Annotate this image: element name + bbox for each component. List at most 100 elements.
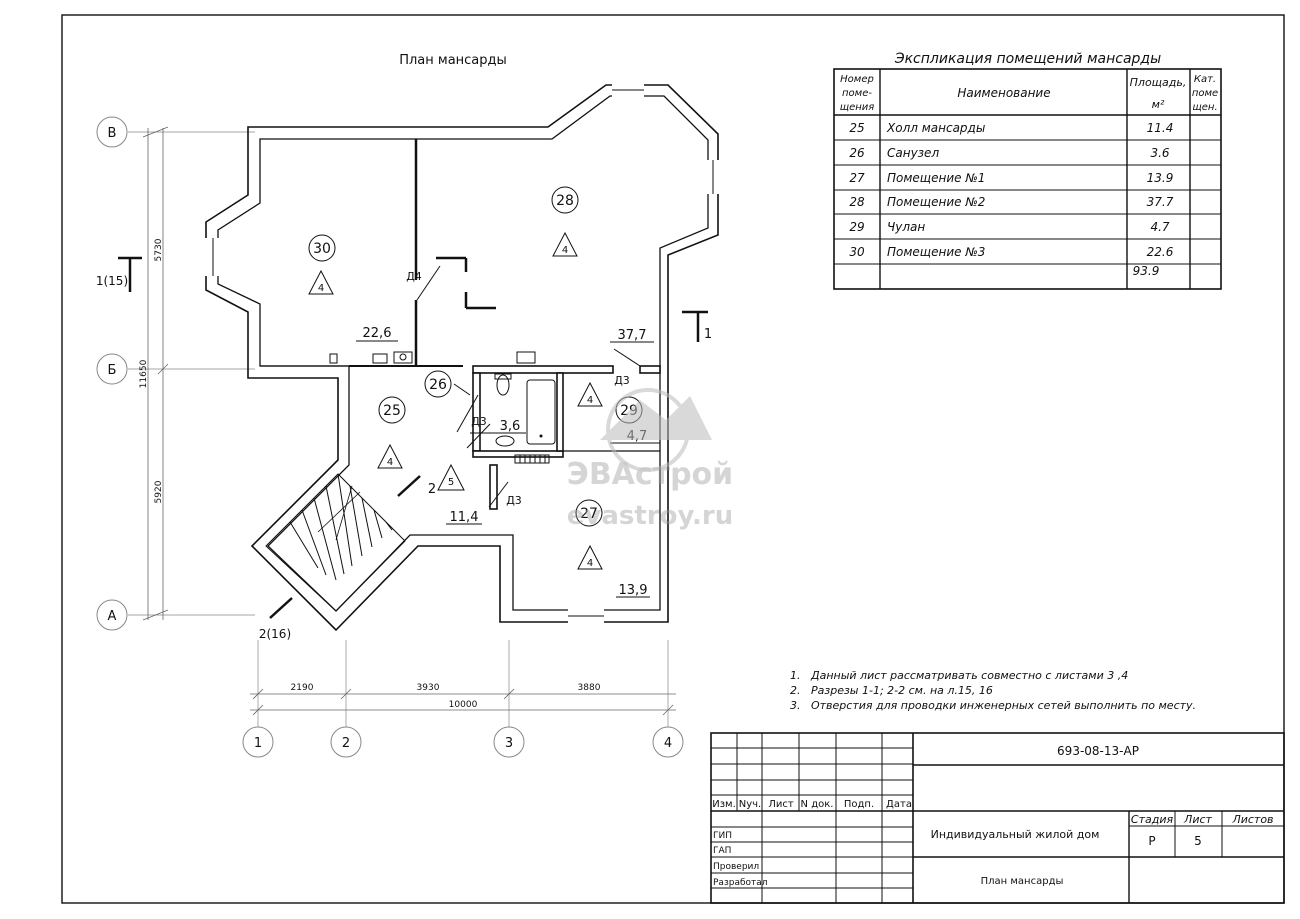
svg-text:4: 4 [562, 245, 568, 256]
svg-text:Листов: Листов [1231, 813, 1273, 826]
svg-text:Наименование: Наименование [957, 86, 1050, 100]
svg-text:щен.: щен. [1192, 102, 1217, 113]
svg-text:4: 4 [587, 395, 593, 406]
axis-number: 3 [505, 736, 513, 751]
svg-text:Разработал: Разработал [713, 878, 768, 888]
svg-text:Д3: Д3 [614, 374, 630, 387]
section-1-right: 1 [704, 327, 712, 342]
svg-text:25: 25 [849, 121, 864, 135]
svg-text:Д4: Д4 [406, 270, 422, 283]
area-30: 22,6 [363, 326, 392, 341]
dim-h-1: 2190 [291, 683, 314, 693]
svg-text:Номер: Номер [840, 74, 874, 85]
area-28: 37,7 [618, 328, 647, 343]
svg-text:Площадь,: Площадь, [1130, 76, 1187, 89]
note-3: 3. Отверстия для проводки инженерных сет… [790, 699, 1196, 712]
svg-text:Помещение №3: Помещение №3 [887, 245, 985, 259]
watermark-brand: ЭВАстрой [567, 457, 733, 492]
svg-text:5: 5 [448, 477, 454, 488]
sheet-number: 5 [1194, 834, 1202, 848]
note-2: 2. Разрезы 1-1; 2-2 см. на л.15, 16 [790, 684, 993, 697]
svg-text:29: 29 [849, 220, 864, 234]
bath-top-wall [472, 365, 614, 374]
svg-text:4: 4 [318, 283, 324, 294]
svg-text:4: 4 [387, 457, 393, 468]
svg-text:Подп.: Подп. [844, 799, 874, 810]
plan-title: План мансарды [399, 53, 507, 68]
axis-bubble-b [96, 353, 128, 385]
inner-wall [217, 95, 709, 612]
room-areas: 22,6 37,7 3,6 11,4 4,7 13,9 [363, 326, 648, 598]
svg-text:Лист: Лист [768, 799, 794, 810]
dim-h-2: 3930 [417, 683, 440, 693]
watermark-logo: ЭВАстрой evastroy.ru [567, 388, 733, 531]
title-block: Изм. Nуч. Лист N док. Подп. Дата ГИП ГАП… [710, 732, 1285, 904]
svg-text:Д3: Д3 [506, 494, 522, 507]
svg-text:26: 26 [849, 146, 865, 160]
svg-text:Чулан: Чулан [887, 220, 925, 234]
sheet-title: План мансарды [981, 876, 1064, 887]
svg-text:Д3: Д3 [471, 415, 487, 428]
svg-text:ГАП: ГАП [713, 846, 731, 856]
svg-text:27: 27 [849, 171, 865, 185]
svg-text:Помещение №2: Помещение №2 [887, 195, 985, 209]
axis-number: 2 [342, 736, 350, 751]
axis-number: 4 [664, 736, 672, 751]
svg-text:37.7: 37.7 [1147, 195, 1174, 209]
dim-vertical-top: 5730 [154, 238, 164, 261]
svg-text:Санузел: Санузел [887, 146, 939, 160]
category-marks: 4 4 4 4 4 5 [308, 231, 603, 570]
svg-text:щения: щения [840, 102, 875, 113]
area-25: 11,4 [450, 510, 479, 525]
section-2-mid: 2 [428, 482, 436, 497]
explication-total: 93.9 [1133, 264, 1160, 278]
svg-text:28: 28 [849, 195, 865, 209]
staircase [265, 473, 406, 612]
room-number: 30 [313, 241, 331, 257]
svg-text:22.6: 22.6 [1147, 245, 1174, 259]
room-number: 27 [580, 506, 598, 522]
svg-text:3.6: 3.6 [1150, 146, 1169, 160]
dim-h-3: 3880 [578, 683, 601, 693]
sheet-frame [61, 14, 1285, 904]
axis-bubble-a [96, 599, 128, 631]
svg-text:поме: поме [1192, 88, 1218, 99]
svg-text:Изм.: Изм. [712, 799, 736, 810]
table-row: 29 Чулан 4.7 [849, 220, 1170, 234]
outer-wall [205, 84, 719, 632]
dim-h-total: 10000 [449, 700, 478, 710]
table-row: 26 Санузел 3.6 [849, 146, 1170, 160]
object-name: Индивидуальный жилой дом [931, 828, 1100, 841]
floor-plan [205, 82, 721, 632]
section-1-left: 1(15) [96, 274, 128, 288]
svg-text:Nуч.: Nуч. [739, 799, 762, 810]
explication-title: Экспликация помещений мансарды [894, 51, 1161, 67]
svg-text:Лист: Лист [1183, 813, 1212, 826]
axis-letter: Б [108, 363, 117, 378]
svg-text:Стадия: Стадия [1131, 813, 1174, 826]
room-number: 28 [556, 193, 574, 209]
axis-letter: А [108, 609, 117, 624]
svg-text:Дата: Дата [886, 799, 912, 810]
table-row: 30 Помещение №3 22.6 [849, 245, 1173, 259]
area-27: 13,9 [619, 583, 648, 598]
note-1: 1. Данный лист рассматривать совместно с… [790, 669, 1128, 682]
svg-text:ГИП: ГИП [713, 831, 732, 841]
svg-text:поме-: поме- [842, 88, 872, 99]
table-row: 27 Помещение №1 13.9 [849, 171, 1173, 185]
axis-bubble-v [96, 116, 128, 148]
svg-text:Холл мансарды: Холл мансарды [886, 121, 985, 135]
axis-number: 1 [254, 736, 262, 751]
svg-text:11.4: 11.4 [1147, 121, 1174, 135]
svg-text:4: 4 [587, 558, 593, 569]
svg-text:Помещение №1: Помещение №1 [887, 171, 985, 185]
room-number: 26 [429, 377, 447, 393]
notes: 1. Данный лист рассматривать совместно с… [790, 669, 1196, 712]
svg-text:Кат.: Кат. [1194, 74, 1216, 85]
section-marks: 1(15) 1 2 2(16) [96, 256, 712, 641]
svg-text:30: 30 [849, 245, 865, 259]
svg-text:N док.: N док. [801, 799, 834, 810]
table-row: 25 Холл мансарды 11.4 [849, 121, 1173, 135]
vertical-dimensions: 5730 5920 11650 [139, 126, 169, 621]
